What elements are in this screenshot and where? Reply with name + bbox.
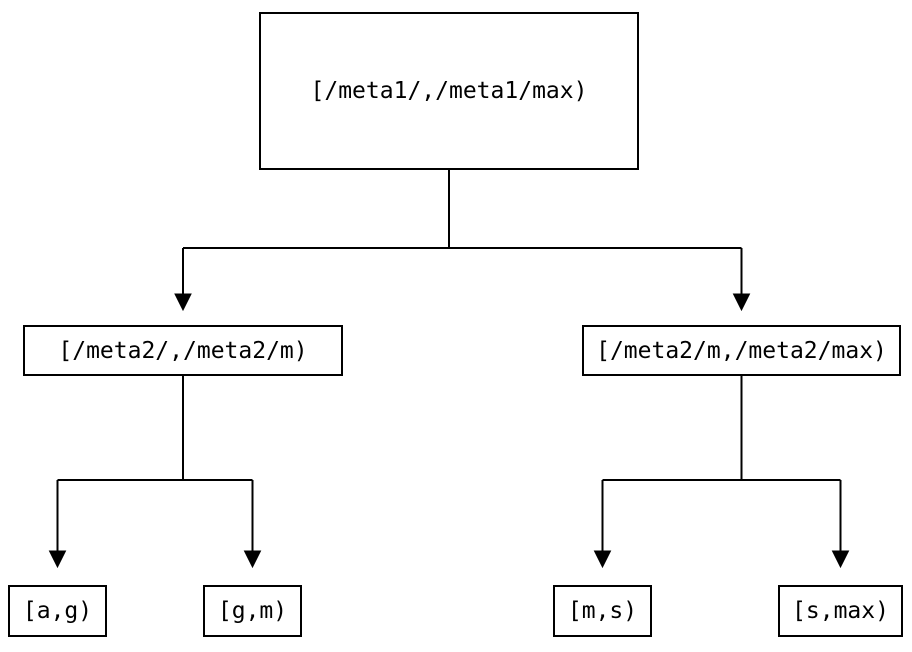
- node-leaf-smax: [s,max): [778, 585, 903, 637]
- node-meta2-lower-label: [/meta2/,/meta2/m): [58, 337, 308, 364]
- node-leaf-ag: [a,g): [8, 585, 107, 637]
- arrowhead-icon: [732, 293, 751, 312]
- node-leaf-ag-label: [a,g): [22, 598, 93, 624]
- arrowhead-icon: [243, 550, 262, 569]
- node-leaf-ms-label: [m,s): [567, 598, 638, 624]
- arrowhead-icon: [174, 293, 192, 312]
- node-meta2-upper-label: [/meta2/m,/meta2/max): [596, 337, 887, 364]
- node-leaf-gm-label: [g,m): [217, 598, 288, 624]
- arrowhead-icon: [831, 550, 850, 569]
- arrowhead-icon: [593, 550, 612, 569]
- arrowhead-icon: [48, 550, 67, 569]
- node-root: [/meta1/,/meta1/max): [259, 12, 639, 170]
- node-leaf-smax-label: [s,max): [792, 598, 889, 624]
- node-leaf-ms: [m,s): [553, 585, 652, 637]
- node-root-label: [/meta1/,/meta1/max): [310, 78, 588, 104]
- node-leaf-gm: [g,m): [203, 585, 302, 637]
- node-meta2-upper: [/meta2/m,/meta2/max): [582, 325, 901, 376]
- node-meta2-lower: [/meta2/,/meta2/m): [23, 325, 343, 376]
